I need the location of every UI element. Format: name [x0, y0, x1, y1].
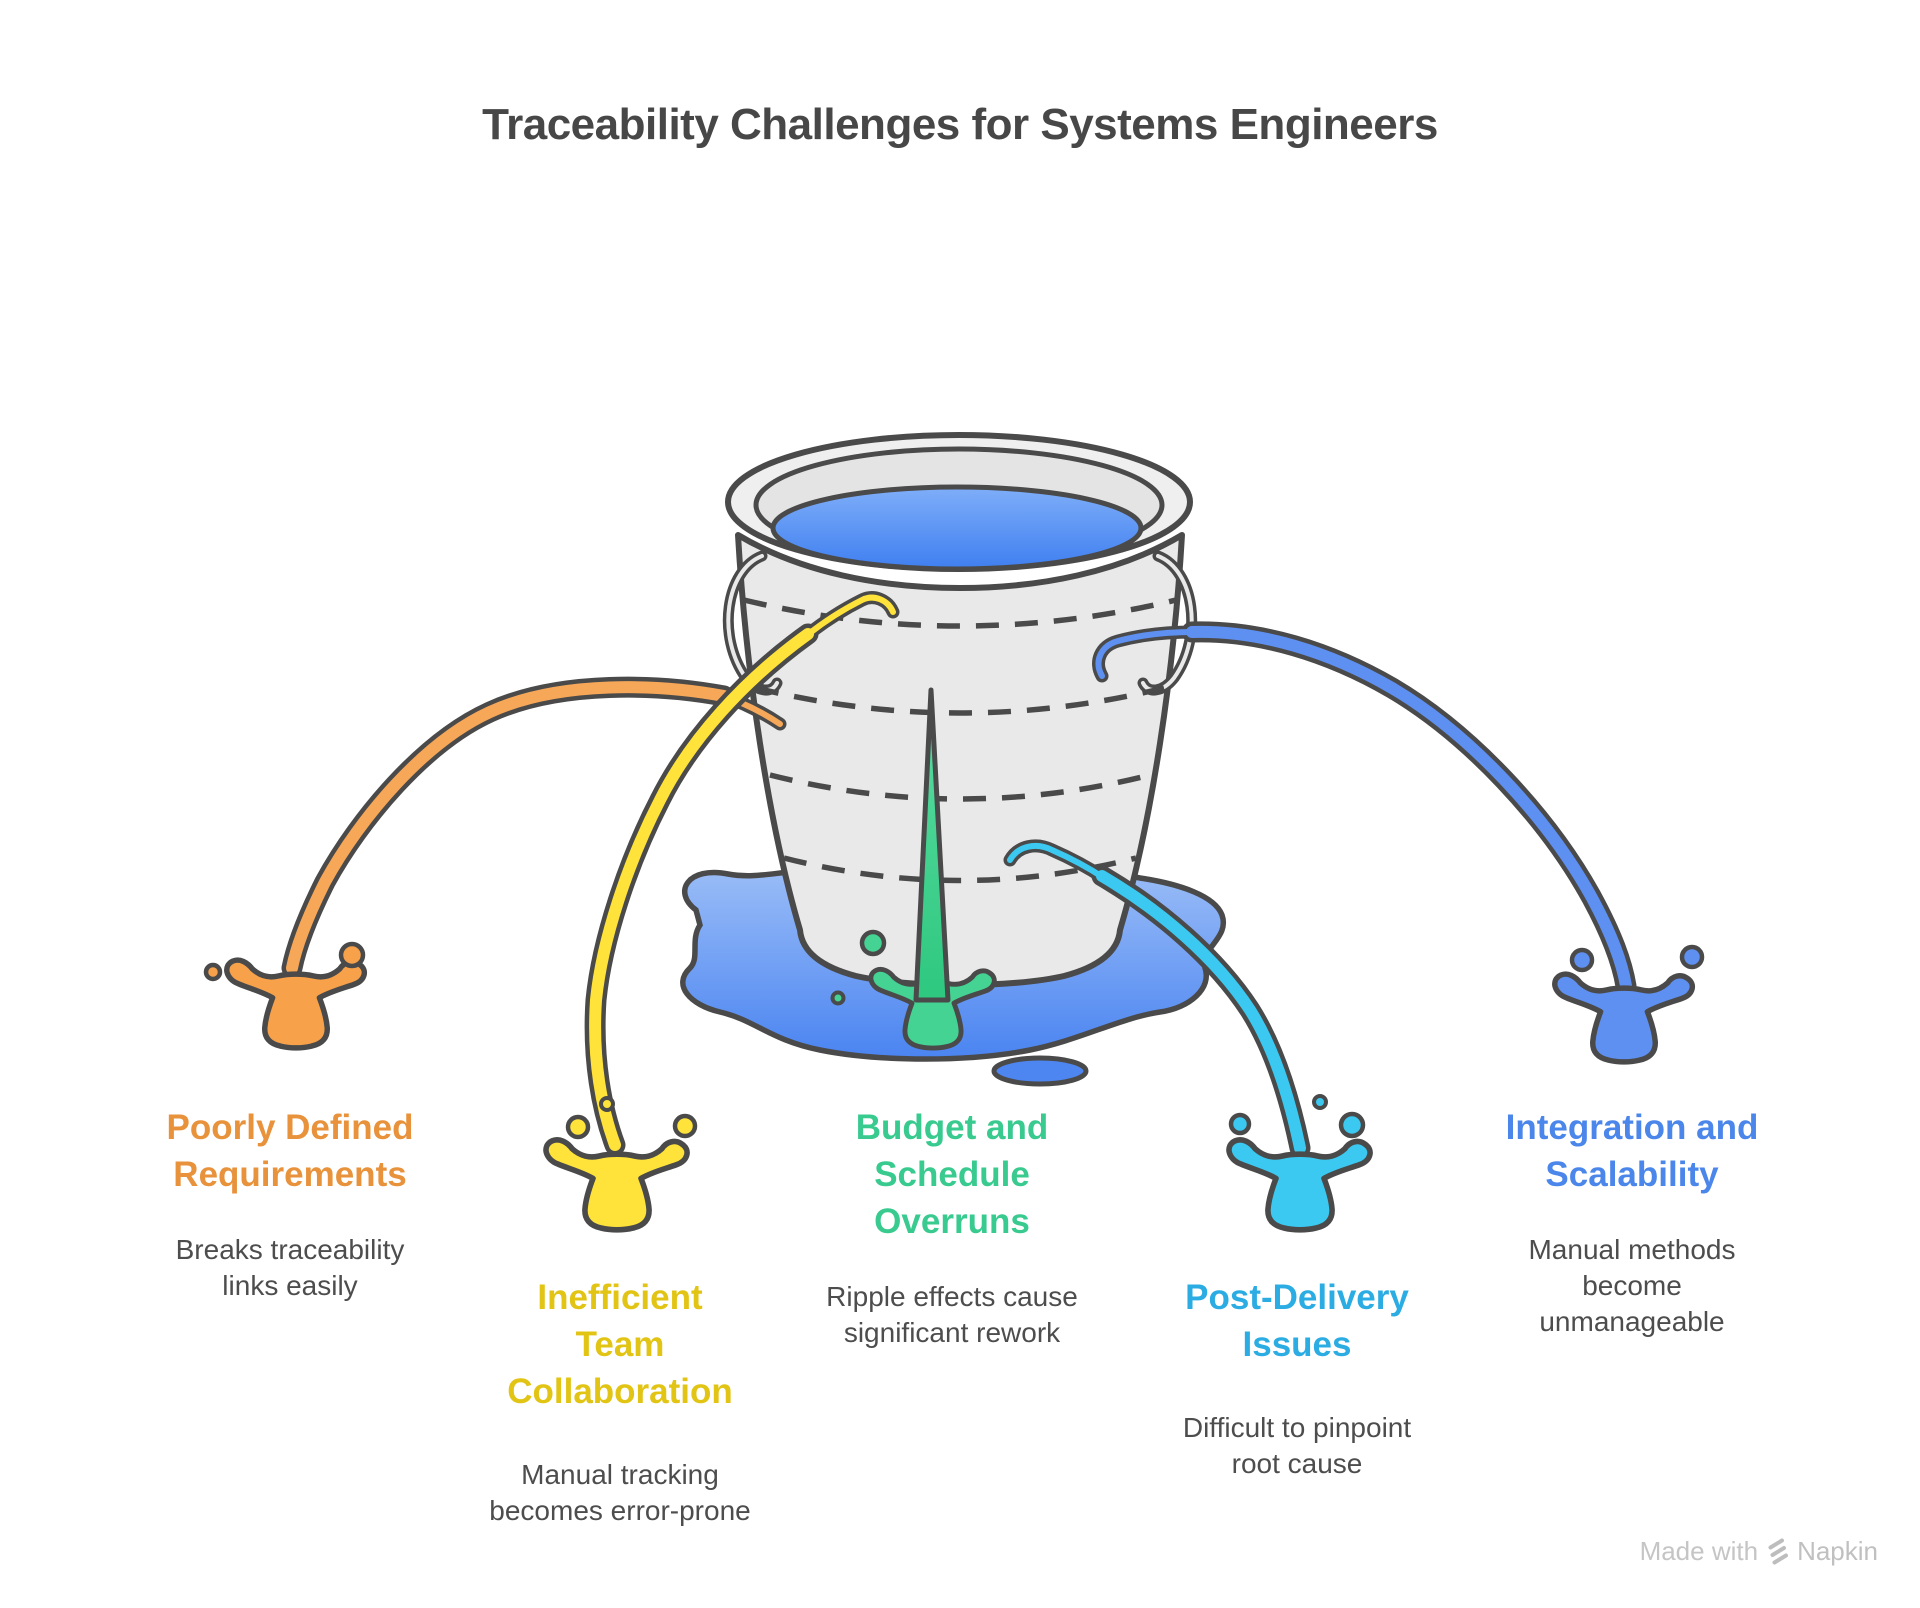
label-desc-line: root cause [1231, 1448, 1363, 1479]
label-title-line: Budget and [855, 1108, 1049, 1147]
stream-cyan [1003, 839, 1311, 1159]
label-description: Ripple effects cause significant rework [826, 1279, 1078, 1351]
green-drip-small [830, 990, 846, 1006]
label-desc-line: Ripple effects cause [826, 1281, 1078, 1312]
splash-cyan [1229, 1094, 1370, 1230]
label-description: Manual methods become unmanageable [1506, 1232, 1759, 1340]
label-budget-and-schedule-overruns: Budget and Schedule Overruns Ripple effe… [826, 1104, 1078, 1351]
label-title: Integration and Scalability [1506, 1104, 1759, 1198]
label-desc-line: Manual methods [1528, 1234, 1736, 1265]
bucket-body [735, 532, 1185, 988]
label-description: Breaks traceability links easily [167, 1232, 414, 1304]
label-title-line: Overruns [874, 1202, 1030, 1241]
label-title-line: Requirements [173, 1155, 407, 1194]
label-title-line: Team [575, 1325, 665, 1364]
label-description: Manual tracking becomes error-prone [489, 1457, 750, 1529]
label-poorly-defined-requirements: Poorly Defined Requirements Breaks trace… [167, 1104, 414, 1304]
bucket-dashed-hoops [743, 597, 1177, 884]
napkin-logo-icon [1768, 1538, 1789, 1565]
label-integration-and-scalability: Integration and Scalability Manual metho… [1506, 1104, 1759, 1340]
label-post-delivery-issues: Post-Delivery Issues Difficult to pinpoi… [1183, 1274, 1411, 1482]
label-title: Post-Delivery Issues [1183, 1274, 1411, 1368]
label-title: Inefficient Team Collaboration [489, 1274, 750, 1415]
water-surface [770, 484, 1144, 572]
bucket-icon [722, 432, 1198, 1006]
label-title: Poorly Defined Requirements [167, 1104, 414, 1198]
stream-blue [1092, 621, 1637, 997]
label-desc-line: significant rework [843, 1317, 1061, 1348]
label-title-line: Collaboration [507, 1372, 733, 1411]
small-pool [991, 1055, 1089, 1087]
label-title-line: Inefficient [537, 1278, 703, 1317]
splash-blue [1555, 944, 1705, 1062]
label-desc-line: becomes error-prone [489, 1495, 751, 1526]
label-desc-line: links easily [222, 1270, 358, 1301]
watermark-brand: Napkin [1797, 1536, 1878, 1566]
label-title-line: Issues [1242, 1325, 1352, 1364]
splash-orange [203, 941, 364, 1048]
label-title-line: Schedule [874, 1155, 1030, 1194]
label-title-line: Poorly Defined [166, 1108, 414, 1147]
watermark-made-with: Made with [1639, 1536, 1759, 1566]
label-title-line: Scalability [1545, 1155, 1719, 1194]
stream-yellow [584, 591, 900, 1156]
label-description: Difficult to pinpoint root cause [1183, 1410, 1411, 1482]
label-title: Budget and Schedule Overruns [826, 1104, 1078, 1245]
label-title-line: Post-Delivery [1185, 1278, 1409, 1317]
label-desc-line: unmanageable [1539, 1306, 1725, 1337]
label-title-line: Integration and [1505, 1108, 1759, 1147]
watermark: Made with Napkin [1640, 1536, 1878, 1567]
page-title: Traceability Challenges for Systems Engi… [482, 100, 1438, 149]
splash-yellow [546, 1096, 698, 1230]
label-desc-line: become [1582, 1270, 1682, 1301]
label-desc-line: Manual tracking [521, 1459, 719, 1490]
label-desc-line: Breaks traceability [175, 1234, 405, 1265]
label-desc-line: Difficult to pinpoint [1182, 1412, 1412, 1443]
label-inefficient-team-collaboration: Inefficient Team Collaboration Manual tr… [489, 1274, 750, 1529]
green-drip [859, 929, 887, 957]
stream-green [913, 687, 951, 1003]
